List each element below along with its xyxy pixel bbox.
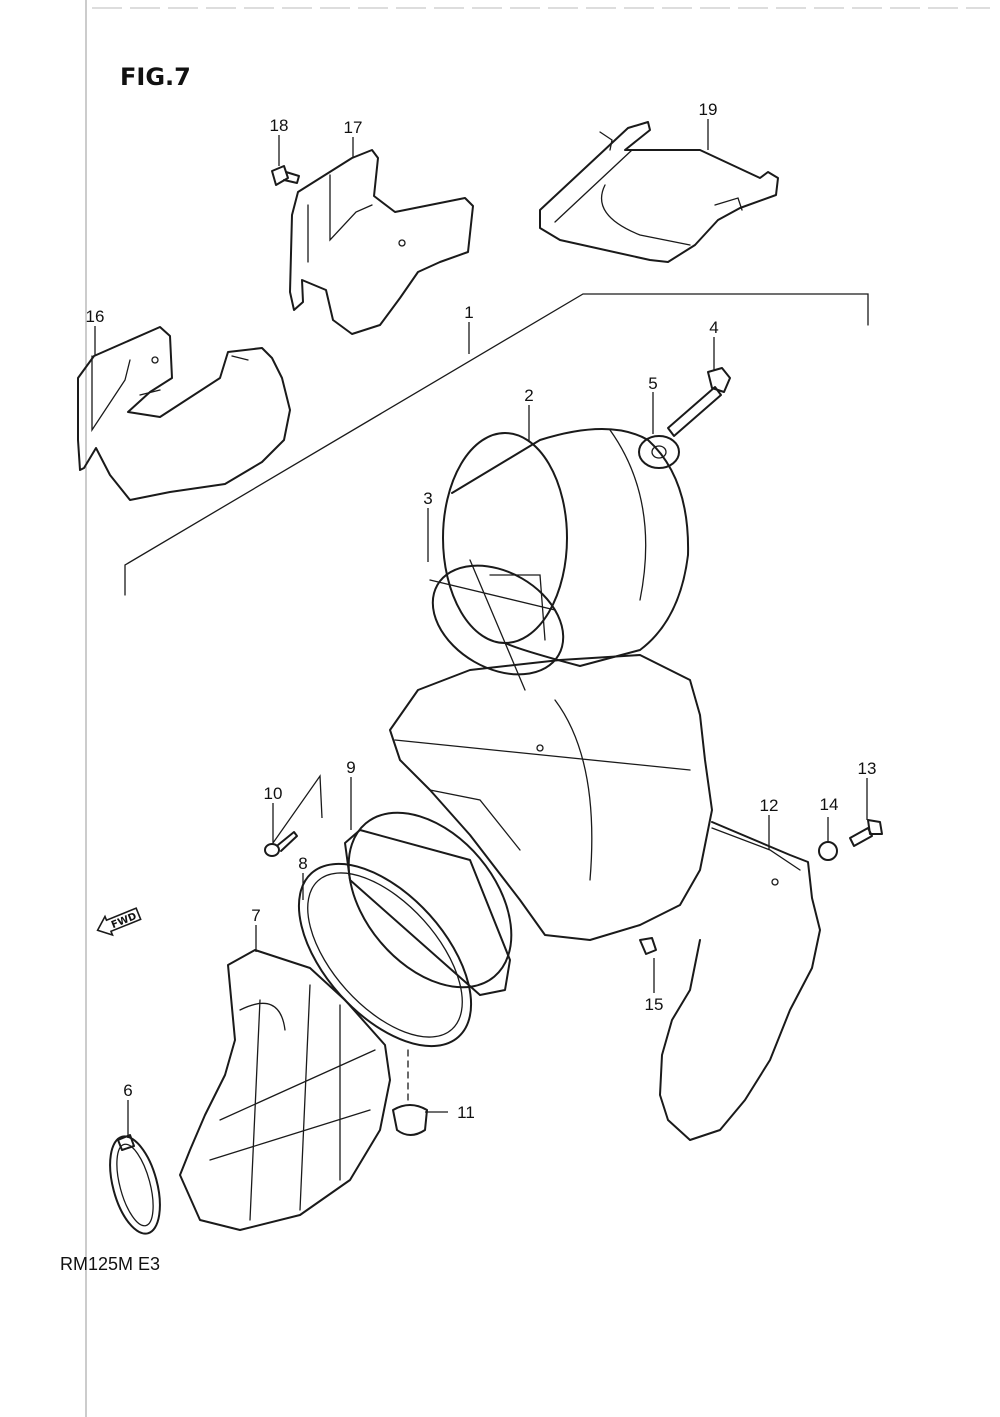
leader-lines	[94, 119, 868, 1138]
callout-18: 18	[270, 116, 289, 135]
callout-14: 14	[820, 795, 839, 814]
callout-13: 13	[858, 759, 877, 778]
callout-16: 16	[86, 307, 105, 326]
callout-labels: 1 2 3 4 5 6 7 8 9 10 11 12 13 14 15 16 1…	[86, 100, 877, 1122]
callout-4: 4	[709, 318, 718, 337]
part-3-filter-cage	[429, 559, 565, 691]
forward-arrow-icon: FWD	[96, 907, 142, 937]
callout-9: 9	[346, 758, 355, 777]
part-2-filter-element	[442, 428, 690, 667]
callout-15: 15	[645, 995, 664, 1014]
part-17-cover	[289, 149, 474, 335]
part-18-bolt	[271, 165, 300, 186]
callout-19: 19	[699, 100, 718, 119]
part-5-washer	[638, 435, 680, 469]
part-19-tray	[539, 121, 779, 263]
part-15-bolt	[639, 937, 657, 955]
callout-17: 17	[344, 118, 363, 137]
part-6-clamp	[109, 1134, 161, 1235]
part-4-wing-bolt	[667, 367, 731, 437]
callout-12: 12	[760, 796, 779, 815]
callout-8: 8	[298, 854, 307, 873]
callout-2: 2	[524, 386, 533, 405]
part-12-mud-guard	[659, 821, 821, 1141]
callout-11: 11	[457, 1103, 475, 1122]
model-code: RM125M E3	[60, 1254, 160, 1274]
part-13-bolt	[849, 819, 883, 847]
callout-5: 5	[648, 374, 657, 393]
part-7-intake-boot	[179, 949, 391, 1231]
part-10-screw	[264, 831, 298, 857]
part-11-drain-cap	[392, 1049, 428, 1136]
callout-1: 1	[464, 303, 473, 322]
part-14-collar	[818, 841, 838, 861]
figure-title: FIG.7	[120, 63, 191, 91]
assembly-bracket	[124, 293, 869, 596]
part-16-cover	[77, 326, 291, 501]
callout-7: 7	[251, 906, 260, 925]
part-9-flange	[344, 811, 513, 996]
callout-6: 6	[123, 1081, 132, 1100]
callout-10: 10	[264, 784, 283, 803]
air-box-housing	[389, 654, 713, 941]
callout-3: 3	[423, 489, 432, 508]
